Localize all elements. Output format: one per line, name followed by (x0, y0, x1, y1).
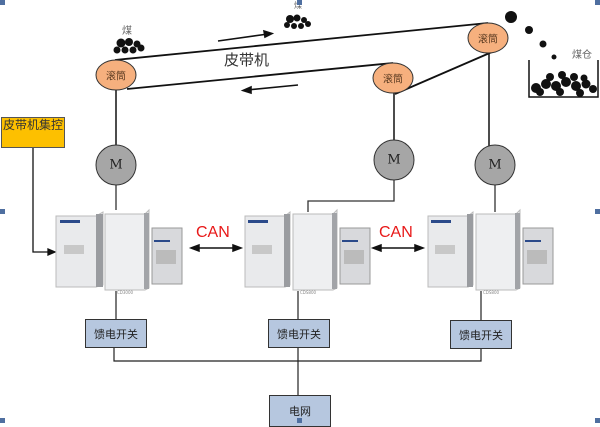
inverter-cabinet-icon (55, 211, 104, 288)
central-control-box: 皮带机集控 (1, 117, 65, 148)
coal-pile-top-icon (284, 14, 311, 29)
inverter-cabinet-icon (427, 210, 474, 288)
selection-handle-top-right[interactable] (595, 0, 600, 5)
belt-lower-run-left (126, 62, 394, 90)
inverter-group-2 (244, 208, 371, 291)
inverter-cabinet-icon (475, 208, 521, 291)
inverter-module-icon (151, 227, 183, 285)
belt-label: 皮带机 (224, 51, 270, 69)
motor-2-label: M (387, 152, 401, 168)
power-bus (113, 347, 482, 396)
inverter-group-1 (55, 208, 183, 291)
drum-2-label: 滚筒 (383, 74, 403, 86)
arrow-back-icon (246, 84, 299, 91)
inverter-cabinet-icon (292, 208, 338, 291)
coal-label-left: 煤 (122, 26, 132, 37)
inverter-model-2: CDS800 (300, 290, 317, 295)
inverter-cabinet-icon (244, 210, 291, 288)
drum-1-label: 滚筒 (106, 71, 126, 83)
feed-switch-2: 馈电开关 (268, 319, 330, 348)
inverter-module-icon (522, 227, 554, 285)
belt-upper-run (114, 22, 489, 61)
selection-handle-bottom-left[interactable] (0, 418, 5, 423)
inverter-module-icon (339, 227, 371, 285)
feed-switch-2-label: 馈电开关 (277, 327, 321, 341)
motor-3-label: M (488, 157, 502, 173)
inverter-model-1: CD3000 (117, 290, 134, 295)
conveyor-belt (114, 22, 493, 95)
feed-switch-1-label: 馈电开关 (94, 327, 138, 341)
selection-handle-bottom-center[interactable] (297, 418, 302, 423)
bunker-label: 煤仓 (572, 50, 592, 61)
selection-handle-middle-left[interactable] (0, 209, 5, 214)
motor-1-label: M (109, 157, 123, 173)
feed-switch-3: 馈电开关 (450, 320, 512, 349)
falling-coal-icon (505, 11, 557, 60)
coal-label-top: 煤 (294, 1, 302, 10)
belt-lower-run-right (394, 51, 493, 95)
inverter-cabinet-icon (104, 208, 150, 291)
control-signal-line (32, 148, 57, 256)
can-label-2: CAN (379, 224, 413, 241)
coal-pile-left-icon (113, 38, 145, 54)
drum-2 (372, 62, 414, 94)
can-bus-link-1 (188, 243, 244, 253)
inverter-group-3 (427, 208, 554, 291)
power-grid-label: 电网 (289, 405, 311, 418)
selection-handle-bottom-right[interactable] (595, 418, 600, 423)
central-control-label: 皮带机集控 (2, 118, 63, 132)
drum-1 (95, 59, 137, 91)
belt-direction-arrows (217, 29, 299, 95)
feed-switch-1: 馈电开关 (85, 319, 147, 348)
selection-handle-middle-right[interactable] (595, 209, 600, 214)
inverter-model-3: CDS800 (483, 290, 500, 295)
can-bus-link-2 (370, 243, 426, 253)
arrow-forward-icon (217, 33, 269, 42)
selection-handle-top-center[interactable] (297, 0, 302, 5)
feed-switch-3-label: 馈电开关 (459, 328, 503, 342)
drum-3 (467, 22, 509, 54)
selection-handle-top-left[interactable] (0, 0, 5, 5)
can-label-1: CAN (196, 224, 230, 241)
drum-3-label: 滚筒 (478, 34, 498, 46)
coal-bunker-icon (528, 60, 599, 98)
